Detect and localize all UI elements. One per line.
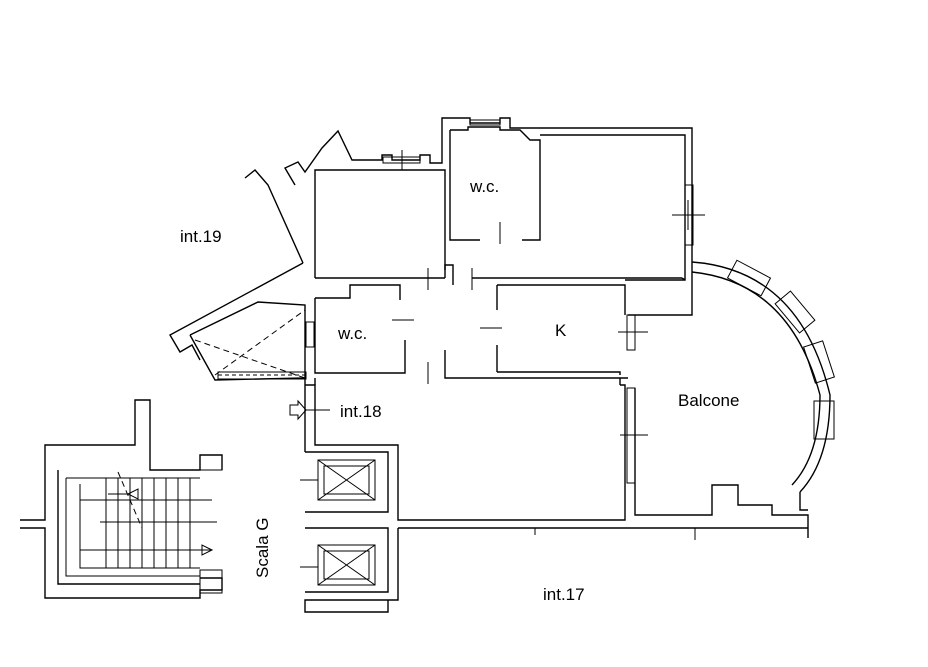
window-kitchen	[618, 314, 648, 351]
label-balcone: Balcone	[678, 391, 739, 410]
label-wc-top: w.c.	[469, 177, 499, 196]
corridor-walls	[304, 527, 808, 613]
entrance-arrow-icon	[289, 399, 330, 421]
label-int19: int.19	[180, 227, 222, 246]
elevator-shaft-icon	[300, 527, 389, 593]
window-wc-left	[305, 321, 315, 348]
elevator-shaft-icon	[300, 451, 389, 513]
label-wc-left: w.c.	[337, 324, 367, 343]
staircase-icon	[20, 399, 223, 599]
balcone-outline	[634, 259, 836, 538]
label-kitchen: K	[555, 321, 567, 340]
window-right-top	[672, 184, 705, 246]
middle-walls	[314, 222, 628, 384]
label-int18: int.18	[340, 402, 382, 421]
window-top-2	[469, 119, 501, 126]
apartment-outer-walls	[169, 117, 693, 361]
window-balcone	[620, 387, 648, 484]
label-int17: int.17	[543, 585, 585, 604]
label-scala-g: Scala G	[253, 518, 272, 578]
window-top-1	[382, 150, 421, 170]
apartment-int18-walls	[304, 378, 626, 521]
storage-triangle	[189, 301, 307, 381]
